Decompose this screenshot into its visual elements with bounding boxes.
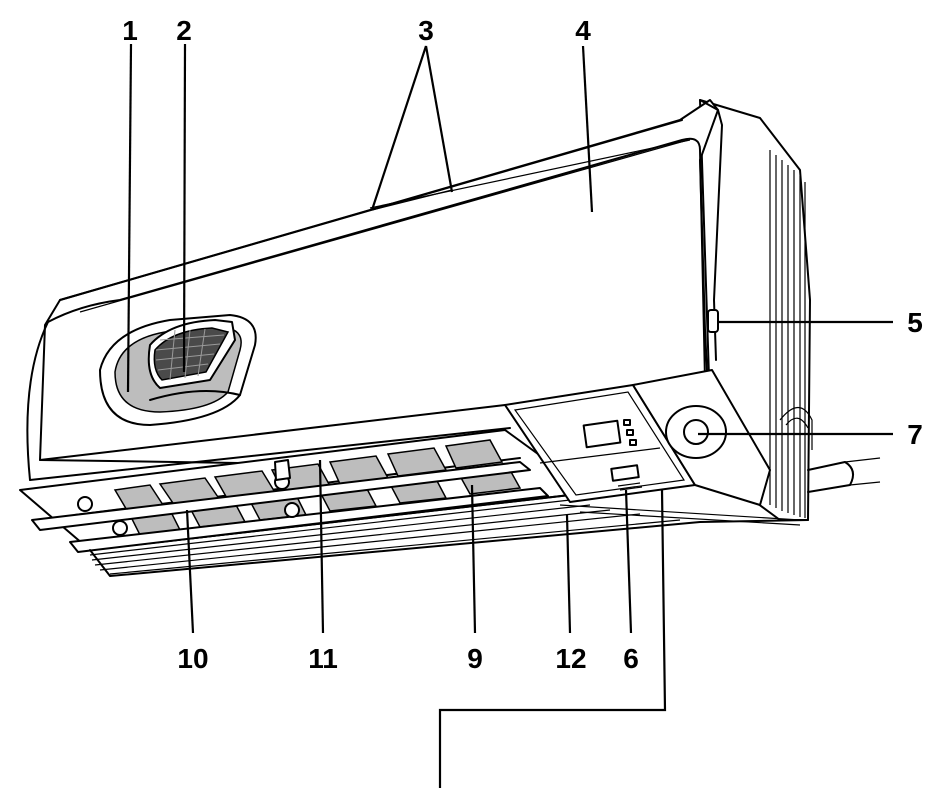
callout-9: 9	[467, 643, 483, 674]
callout-11: 11	[308, 643, 338, 674]
air-outlet	[19, 429, 809, 577]
display-panel	[504, 384, 696, 503]
deodorizing-filter	[147, 319, 241, 401]
callout-6: 6	[623, 643, 639, 674]
refrigerant-pipe	[807, 457, 881, 493]
callout-7: 7	[907, 419, 923, 450]
callout-10: 10	[177, 643, 208, 674]
leader-lines	[126, 43, 893, 788]
callout-1: 1	[122, 15, 138, 46]
callout-labels: 1 2 3 4 5 7 10 11 9 12 6	[122, 15, 923, 674]
side-indicator	[707, 309, 719, 333]
callout-12: 12	[555, 643, 586, 674]
callout-3: 3	[418, 15, 434, 46]
callout-2: 2	[176, 15, 192, 46]
right-lower-body	[632, 369, 771, 506]
callout-5: 5	[907, 307, 923, 338]
callout-4: 4	[575, 15, 591, 46]
